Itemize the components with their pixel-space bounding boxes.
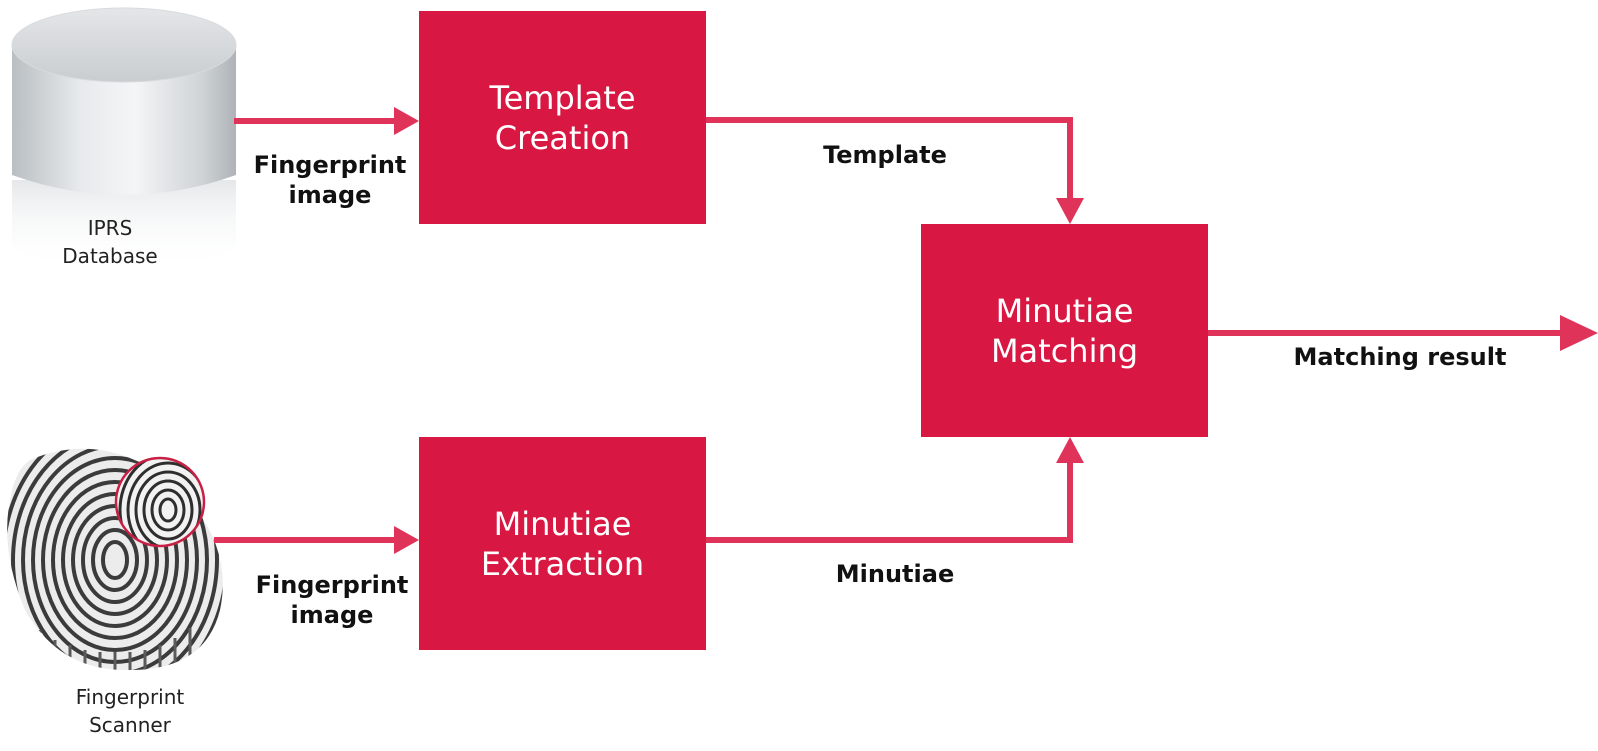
arrow-extraction-to-matching [706,460,1073,543]
arrowhead-template-in [394,107,419,135]
arrow-template-to-matching [706,117,1073,202]
scanner-caption: Fingerprint Scanner [75,685,185,737]
edge-label-template: Template [823,141,947,169]
arrowhead-matching-top [1056,198,1084,224]
template-creation-box: Template Creation [419,11,706,224]
database-caption: IPRS Database [62,216,158,268]
minutiae-extraction-box: Minutiae Extraction [419,437,706,650]
edge-label-minutiae: Minutiae [835,560,955,588]
minutiae-matching-box: Minutiae Matching [921,224,1208,437]
template-creation-label: Template Creation [489,78,636,157]
fingerprint-icon [7,448,223,671]
database-cylinder-icon [11,7,237,270]
arrowhead-extraction-in [394,526,419,554]
edge-label-matching-result: Matching result [1293,343,1507,371]
minutiae-extraction-label: Minutiae Extraction [480,504,645,583]
edge-label-db-to-template: Fingerprint image [253,151,407,209]
edge-label-scanner-to-extraction: Fingerprint image [255,571,409,629]
minutiae-matching-label: Minutiae Matching [990,291,1139,370]
arrowhead-result-out [1560,315,1598,351]
arrowhead-matching-bottom [1056,437,1084,463]
